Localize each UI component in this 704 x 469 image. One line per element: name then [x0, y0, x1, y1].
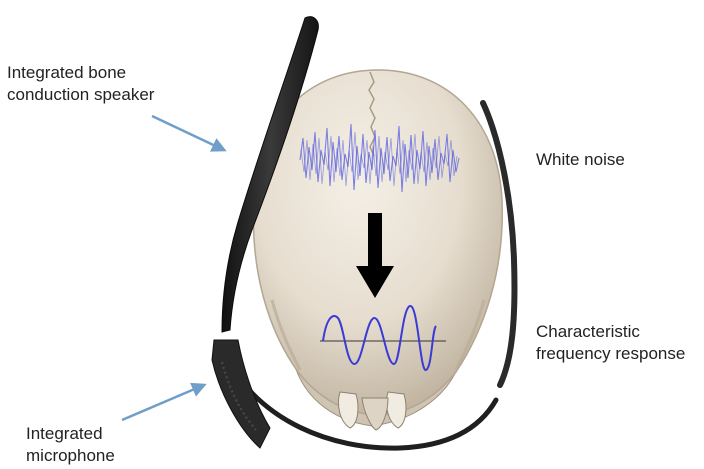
label-line: conduction speaker [7, 84, 154, 106]
bone-conduction-speaker-label: Integrated bone conduction speaker [7, 62, 154, 106]
label-line: Characteristic [536, 321, 685, 343]
white-noise-label: White noise [536, 149, 625, 171]
microphone-label: Integrated microphone [26, 423, 115, 467]
label-line: microphone [26, 445, 115, 467]
label-line: Integrated bone [7, 62, 154, 84]
arrow-icon [122, 385, 204, 420]
label-line: Integrated [26, 423, 115, 445]
label-line: White noise [536, 149, 625, 171]
left-tooth [338, 392, 358, 428]
microphone-housing [212, 340, 270, 448]
frequency-response-label: Characteristic frequency response [536, 321, 685, 365]
label-line: frequency response [536, 343, 685, 365]
arrow-icon [152, 116, 224, 150]
